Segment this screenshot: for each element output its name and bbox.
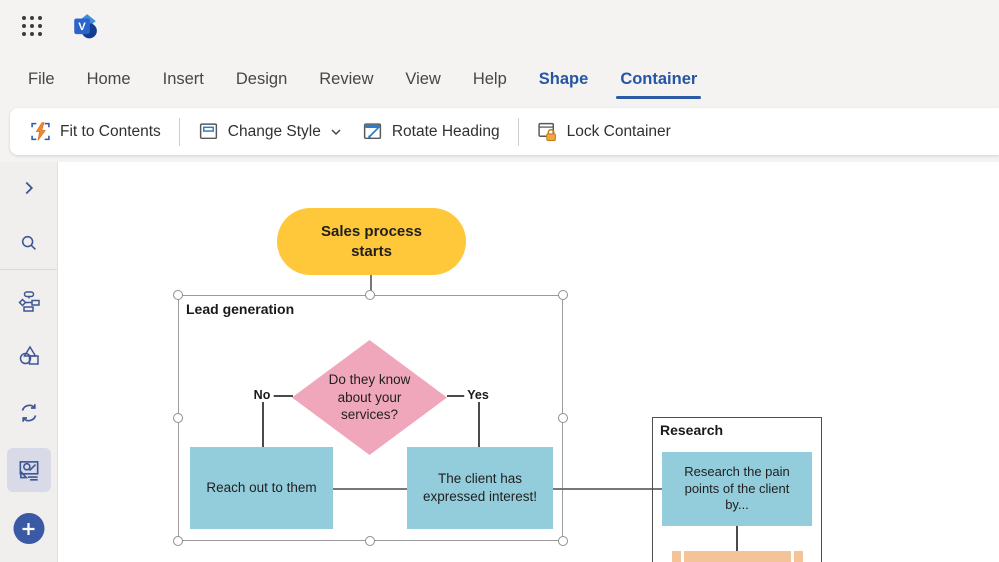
selection-handle-sw[interactable] xyxy=(173,536,183,546)
connector-yes-h[interactable] xyxy=(447,395,479,397)
tab-review[interactable]: Review xyxy=(305,60,387,99)
data-visualizer-button[interactable] xyxy=(9,281,49,321)
search-button[interactable] xyxy=(9,223,49,263)
connector-boxes[interactable] xyxy=(333,488,407,490)
drawing-canvas[interactable]: Sales process starts Lead generation Do … xyxy=(58,162,999,562)
fit-to-contents-button[interactable]: Fit to Contents xyxy=(20,114,171,149)
svg-text:V: V xyxy=(78,21,86,33)
chevron-right-icon xyxy=(25,181,33,195)
yes-branch-label[interactable]: Yes xyxy=(464,388,492,402)
tab-insert[interactable]: Insert xyxy=(149,60,218,99)
subprocess-shape-right-bar[interactable] xyxy=(794,551,803,562)
sync-button[interactable] xyxy=(9,393,49,433)
connector-no-v[interactable] xyxy=(262,395,264,447)
fit-to-contents-label: Fit to Contents xyxy=(60,122,161,140)
app-header: V xyxy=(0,0,999,52)
rotate-heading-icon xyxy=(363,123,381,140)
research-title: Research xyxy=(660,422,724,438)
drawing-tools-icon xyxy=(19,461,38,481)
connector-to-research[interactable] xyxy=(553,488,662,490)
new-page-button[interactable] xyxy=(13,513,44,544)
selection-handle-n[interactable] xyxy=(365,290,375,300)
expand-panel-button[interactable] xyxy=(9,168,49,208)
connector-start[interactable] xyxy=(370,275,372,295)
flowchart-icon xyxy=(17,291,40,312)
subprocess-shape[interactable] xyxy=(684,551,791,562)
rotate-heading-label: Rotate Heading xyxy=(391,122,500,140)
connector-no-h[interactable] xyxy=(262,395,293,397)
visio-logo: V xyxy=(74,14,97,39)
research-shape[interactable]: Research the pain points of the client b… xyxy=(662,452,812,526)
selection-handle-s[interactable] xyxy=(365,536,375,546)
change-style-label: Change Style xyxy=(227,122,321,140)
tab-file[interactable]: File xyxy=(14,60,69,99)
selection-handle-ne[interactable] xyxy=(558,290,568,300)
toolbar-strip: Fit to Contents Change Style Rotate Head… xyxy=(0,106,999,162)
change-style-button[interactable]: Change Style xyxy=(188,114,352,149)
decision-label: Do they know about your services? xyxy=(328,372,411,423)
research-container[interactable] xyxy=(652,417,822,562)
waffle-grid-icon xyxy=(22,16,42,36)
sync-icon xyxy=(21,404,36,422)
no-branch-label[interactable]: No xyxy=(250,388,274,402)
subprocess-shape-left-bar[interactable] xyxy=(672,551,681,562)
tab-container[interactable]: Container xyxy=(606,60,711,99)
selection-handle-se[interactable] xyxy=(558,536,568,546)
lead-generation-title: Lead generation xyxy=(186,301,295,317)
tab-shape[interactable]: Shape xyxy=(525,60,603,99)
ribbon-tab-bar: File Home Insert Design Review View Help… xyxy=(0,52,999,106)
container-toolbar: Fit to Contents Change Style Rotate Head… xyxy=(10,108,999,155)
sidebar-divider xyxy=(0,269,57,270)
tab-home[interactable]: Home xyxy=(73,60,145,99)
tab-help[interactable]: Help xyxy=(459,60,521,99)
drawing-tools-button[interactable] xyxy=(6,448,51,492)
start-shape[interactable]: Sales process starts xyxy=(277,208,466,275)
rotate-heading-button[interactable]: Rotate Heading xyxy=(352,114,510,149)
selection-handle-nw[interactable] xyxy=(173,290,183,300)
visio-logo-icon[interactable]: V xyxy=(68,9,102,43)
start-shape-label: Sales process starts xyxy=(321,223,422,260)
chevron-down-icon xyxy=(331,128,341,135)
left-sidebar xyxy=(0,162,58,562)
change-style-icon xyxy=(199,123,217,140)
search-icon xyxy=(21,235,36,250)
lock-container-button[interactable]: Lock Container xyxy=(527,114,681,149)
research-label: Research the pain points of the client b… xyxy=(684,463,790,513)
toolbar-divider xyxy=(517,117,519,146)
shapes-icon xyxy=(19,345,39,365)
tab-design[interactable]: Design xyxy=(222,60,301,99)
connector-yes-v[interactable] xyxy=(478,395,480,447)
shapes-button[interactable] xyxy=(9,336,49,376)
selection-handle-e[interactable] xyxy=(558,413,568,423)
lock-container-label: Lock Container xyxy=(566,122,671,140)
reach-out-shape[interactable]: Reach out to them xyxy=(190,447,333,529)
lock-container-icon xyxy=(537,122,556,141)
connector-research-down[interactable] xyxy=(736,526,738,551)
workspace: Sales process starts Lead generation Do … xyxy=(0,162,999,562)
plus-icon xyxy=(22,522,35,535)
fit-to-contents-icon xyxy=(31,122,50,141)
interest-label: The client has expressed interest! xyxy=(422,471,538,504)
interest-shape[interactable]: The client has expressed interest! xyxy=(407,447,553,529)
selection-handle-w[interactable] xyxy=(173,413,183,423)
app-launcher-icon[interactable] xyxy=(14,8,50,44)
reach-out-label: Reach out to them xyxy=(206,480,317,496)
tab-view[interactable]: View xyxy=(391,60,454,99)
toolbar-divider xyxy=(178,117,180,146)
